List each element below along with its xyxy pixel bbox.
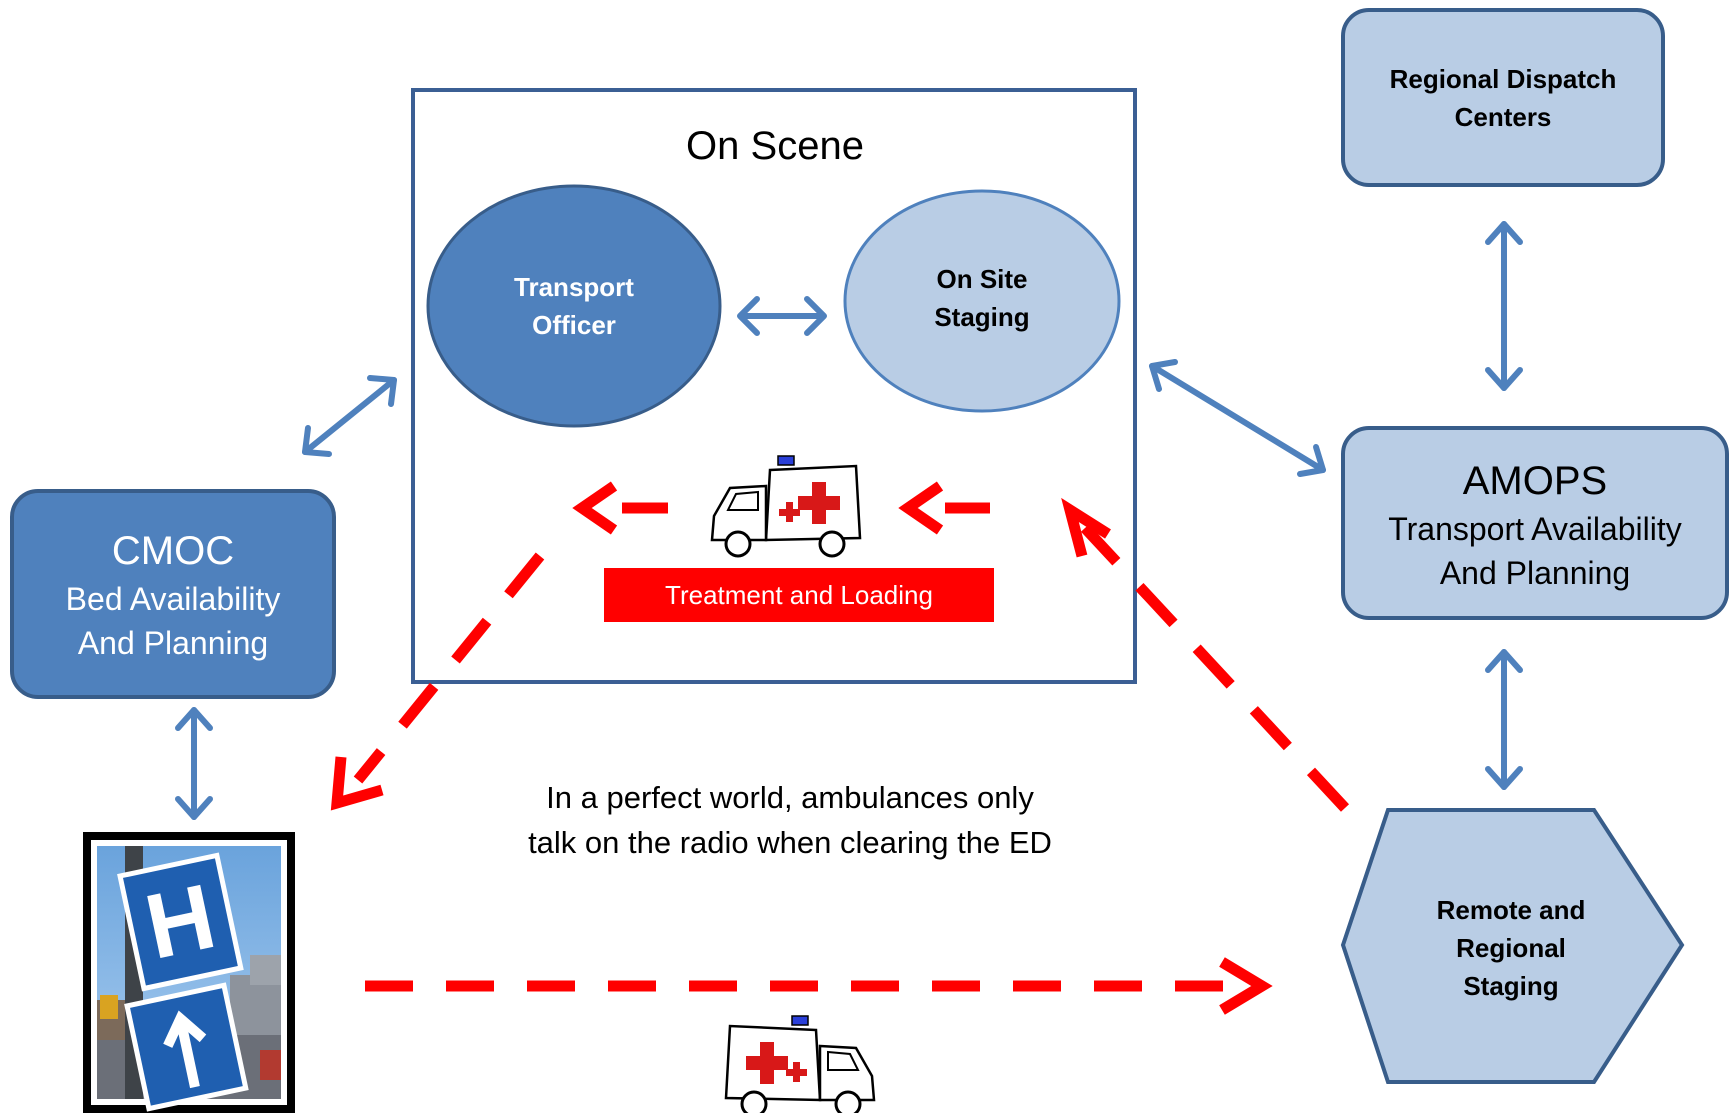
regional-dispatch-label: Regional Dispatch Centers: [1389, 64, 1617, 132]
inner-arrow-right: [898, 481, 990, 535]
inner-arrow-left: [572, 481, 668, 535]
hospital-to-remote-arrow: [365, 957, 1273, 1015]
dispatch-amops-arrow: [1485, 221, 1523, 391]
scene-to-hospital-arrow: [330, 552, 545, 811]
amops-line-1: Transport Availability: [1388, 510, 1682, 547]
cmoc-line-1: Bed Availability: [65, 580, 281, 617]
on-site-staging-node: [843, 189, 1121, 413]
cmoc-onscene-arrow: [302, 375, 397, 457]
transport-officer-node: [426, 184, 722, 428]
cmoc-node: [10, 489, 336, 699]
onscene-amops-arrow: [1149, 359, 1326, 477]
cmoc-label: CMOC Bed Availability And Planning: [12, 522, 334, 667]
ambulance-top-icon: [710, 455, 862, 558]
officer-staging-arrow: [737, 296, 827, 336]
amops-label: AMOPS Transport Availability And Plannin…: [1343, 452, 1727, 597]
remote-to-scene-arrow: [1061, 497, 1350, 812]
remote-staging-node: [1340, 808, 1685, 1084]
amops-node: [1341, 426, 1729, 620]
remote-staging-label: Remote and Regional Staging: [1436, 895, 1586, 1001]
regional-dispatch-node: [1341, 8, 1665, 187]
amops-line-2: And Planning: [1439, 554, 1631, 591]
on-site-staging-label: On Site Staging: [934, 264, 1030, 332]
cmoc-title: CMOC: [111, 528, 235, 573]
treatment-loading-label: Treatment and Loading: [665, 579, 933, 610]
on-scene-title: On Scene: [686, 123, 864, 168]
amops-title: AMOPS: [1462, 458, 1608, 503]
cmoc-hospital-arrow: [175, 707, 213, 820]
amops-remote-arrow: [1485, 649, 1523, 790]
cmoc-line-2: And Planning: [77, 624, 269, 661]
caption-text: In a perfect world, ambulances only talk…: [528, 780, 1052, 860]
ambulance-bottom-icon: [724, 1015, 876, 1113]
transport-officer-label: Transport Officer: [514, 272, 634, 340]
treatment-loading-box: [604, 568, 994, 622]
hospital-sign-photo: H: [83, 832, 295, 1113]
